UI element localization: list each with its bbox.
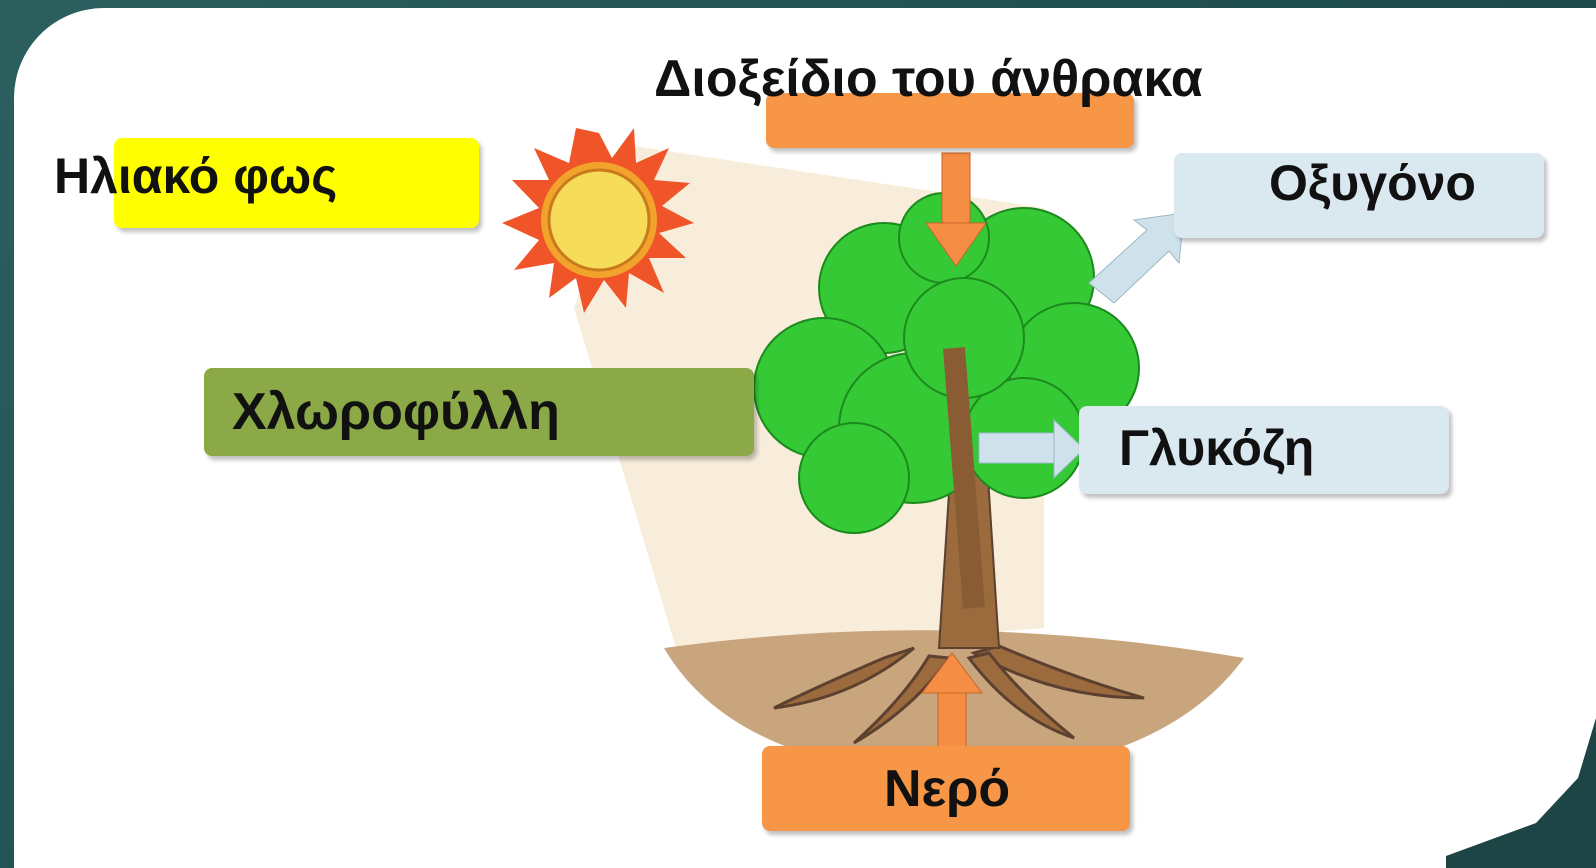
water-label: Νερό xyxy=(884,760,1011,818)
oxygen-label: Οξυγόνο xyxy=(1269,155,1476,211)
glucose-label: Γλυκόζη xyxy=(1119,420,1315,476)
chlorophyll-label: Χλωροφύλλη xyxy=(232,383,560,441)
water-box xyxy=(762,746,1130,831)
glucose-box xyxy=(1079,406,1449,494)
sun-icon xyxy=(502,128,694,313)
oxygen-box xyxy=(1174,153,1544,238)
roots xyxy=(773,644,1145,745)
carbon-dioxide-label: Διοξείδιο του άνθρακα xyxy=(654,50,1203,108)
arrow-down-icon xyxy=(925,152,987,267)
diagram-panel: Ηλιακό φως Διοξείδιο του άνθρακα Οξυγόνο… xyxy=(14,8,1596,868)
sunlight-label: Ηλιακό φως xyxy=(54,148,338,204)
carbon-dioxide-box xyxy=(766,93,1134,148)
arrow-up-right-icon xyxy=(1088,212,1185,304)
sunlight-box xyxy=(114,138,479,228)
arrow-right-icon xyxy=(978,418,1085,480)
photosynthesis-scene xyxy=(502,128,1244,778)
arrow-up-icon xyxy=(921,652,983,753)
chlorophyll-box xyxy=(204,368,754,456)
